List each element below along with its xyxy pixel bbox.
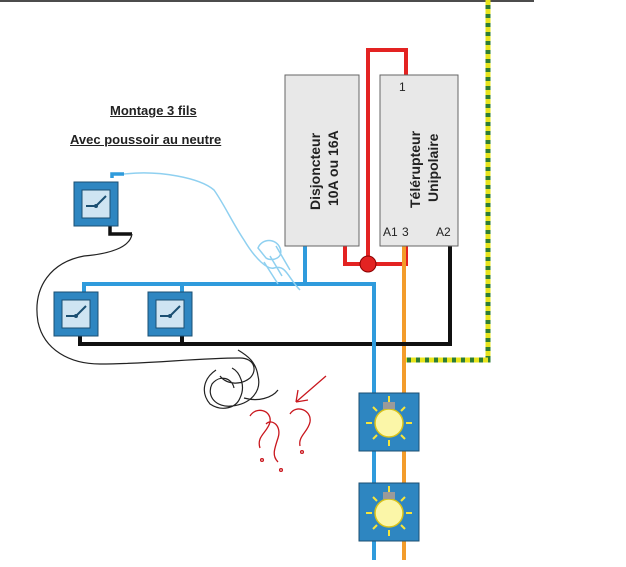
diagram-title: Montage 3 fils [110,103,197,118]
push-button-icon [147,291,193,337]
push-button-icon [53,291,99,337]
sketch-black-loop [36,233,279,409]
relay-terminal-a1: A1 [383,225,398,239]
breaker-box: Disjoncteur 10A ou 16A [284,74,360,247]
breaker-label-1: Disjoncteur [307,132,323,210]
relay-label-2: Unipolaire [425,133,441,202]
sketch-neutral-line [123,172,301,291]
phase-wire [343,48,408,273]
relay-terminal-3: 3 [402,225,409,239]
lamp-icon [358,482,420,542]
relay-terminal-1: 1 [399,80,406,94]
earth-wire [405,0,491,363]
junction-dot [359,255,377,273]
push-button-icon [73,181,119,227]
diagram-subtitle: Avec poussoir au neutre [70,132,222,147]
breaker-label-2: 10A ou 16A [325,130,341,206]
sketch-pushbutton [257,239,291,285]
relay-label-1: Télérupteur [407,130,423,208]
relay-box: Télérupteur Unipolaire 1 A1 3 A2 [379,74,459,247]
lamp-icon [358,392,420,452]
relay-terminal-a2: A2 [436,225,451,239]
annotation-marks [249,375,327,473]
